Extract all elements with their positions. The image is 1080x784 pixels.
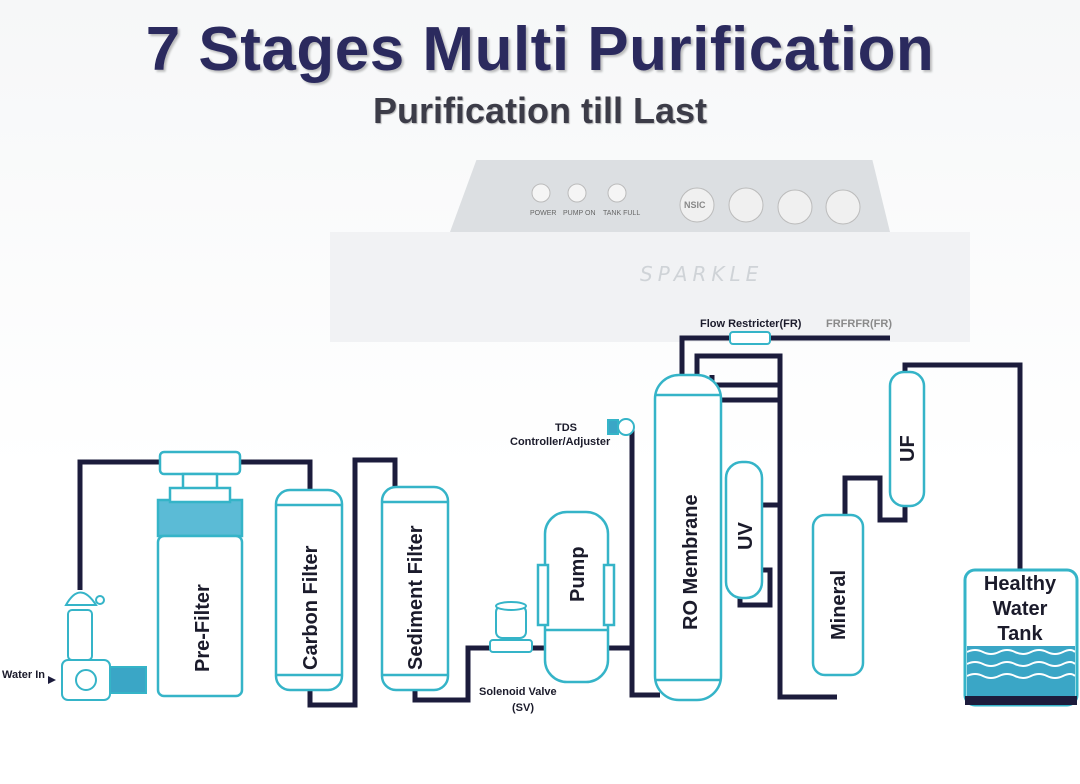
brand-logo: SPARKLE xyxy=(640,262,764,286)
uv-lamp xyxy=(724,460,764,600)
solenoid-valve-label: Solenoid Valve xyxy=(479,686,557,698)
uv-label: UV xyxy=(735,522,757,550)
solenoid-valve-abbr: (SV) xyxy=(512,702,534,714)
uf-label: UF xyxy=(897,435,919,462)
pre-filter xyxy=(156,450,244,698)
carbon-filter-label: Carbon Filter xyxy=(300,545,322,670)
purifier-body xyxy=(330,232,970,342)
cert-seal-1 xyxy=(728,187,764,223)
pre-filter-label: Pre-Filter xyxy=(192,584,214,672)
tank-label-3: Tank xyxy=(997,623,1043,645)
nsic-badge: NSIC xyxy=(684,200,706,210)
uf-cartridge xyxy=(888,370,926,508)
pump-label: Pump xyxy=(567,546,589,602)
tds-label: TDS xyxy=(555,422,577,434)
water-in-label: Water In xyxy=(2,669,45,681)
carbon-filter xyxy=(274,488,344,692)
flow-restricter-label: Flow Restricter(FR) xyxy=(700,318,802,330)
page-subtitle: Purification till Last xyxy=(372,90,708,131)
water-in-arrow xyxy=(48,676,56,684)
panel-indicators: POWER PUMP ON TANK FULL NSIC xyxy=(530,183,861,225)
solenoid-valve xyxy=(489,601,533,653)
indicator-tank: TANK FULL xyxy=(603,210,640,217)
cert-seal-3 xyxy=(825,189,861,225)
mineral-label: Mineral xyxy=(828,570,850,640)
inlet-valve xyxy=(61,591,147,701)
tds-controller xyxy=(607,418,635,436)
tank-label-1: Healthy xyxy=(984,573,1057,595)
sediment-filter xyxy=(380,485,450,692)
cert-seal-2 xyxy=(777,189,813,225)
tds-sublabel: Controller/Adjuster xyxy=(510,436,611,448)
mineral-cartridge xyxy=(811,513,865,677)
healthy-water-tank xyxy=(963,568,1079,707)
indicator-pump: PUMP ON xyxy=(563,210,596,217)
ro-membrane xyxy=(653,373,723,702)
ro-membrane-label: RO Membrane xyxy=(680,494,702,630)
pump xyxy=(536,510,616,684)
indicator-power: POWER xyxy=(530,210,556,217)
tank-label-2: Water xyxy=(993,598,1048,620)
sediment-filter-label: Sediment Filter xyxy=(405,525,427,670)
purifier-top-panel xyxy=(450,160,890,232)
page-title: 7 Stages Multi Purification xyxy=(145,15,935,84)
flow-restricter-echo: FRFRFR(FR) xyxy=(826,318,892,330)
flow-restricter xyxy=(729,331,771,345)
